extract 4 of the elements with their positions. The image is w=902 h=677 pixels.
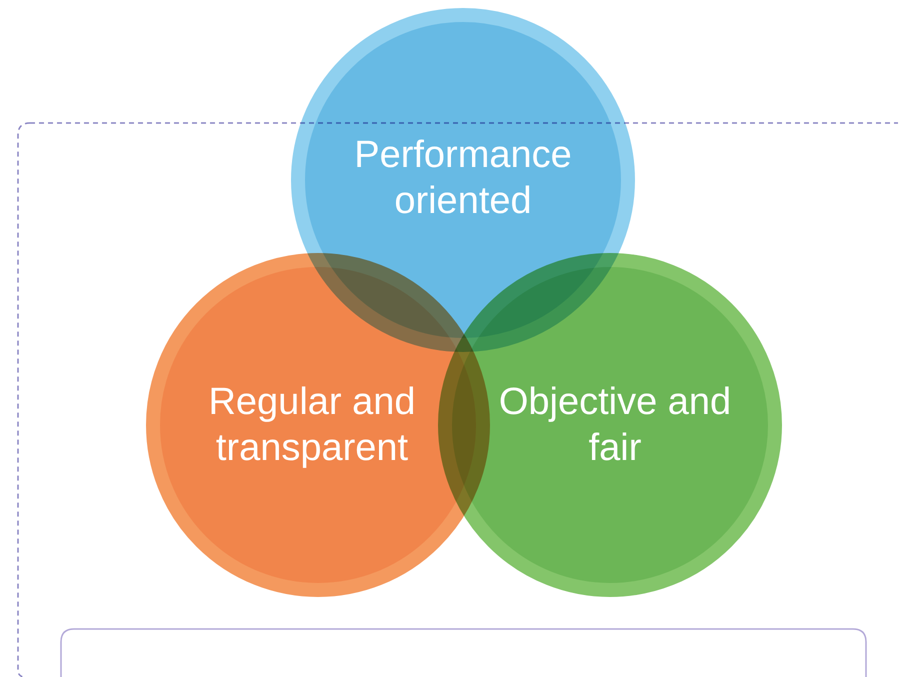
circle-label: Objective and fair: [498, 380, 732, 471]
venn-circle: [438, 253, 782, 597]
circle-label: Performance oriented: [353, 133, 573, 224]
circle-label: Regular and transparent: [207, 380, 417, 471]
